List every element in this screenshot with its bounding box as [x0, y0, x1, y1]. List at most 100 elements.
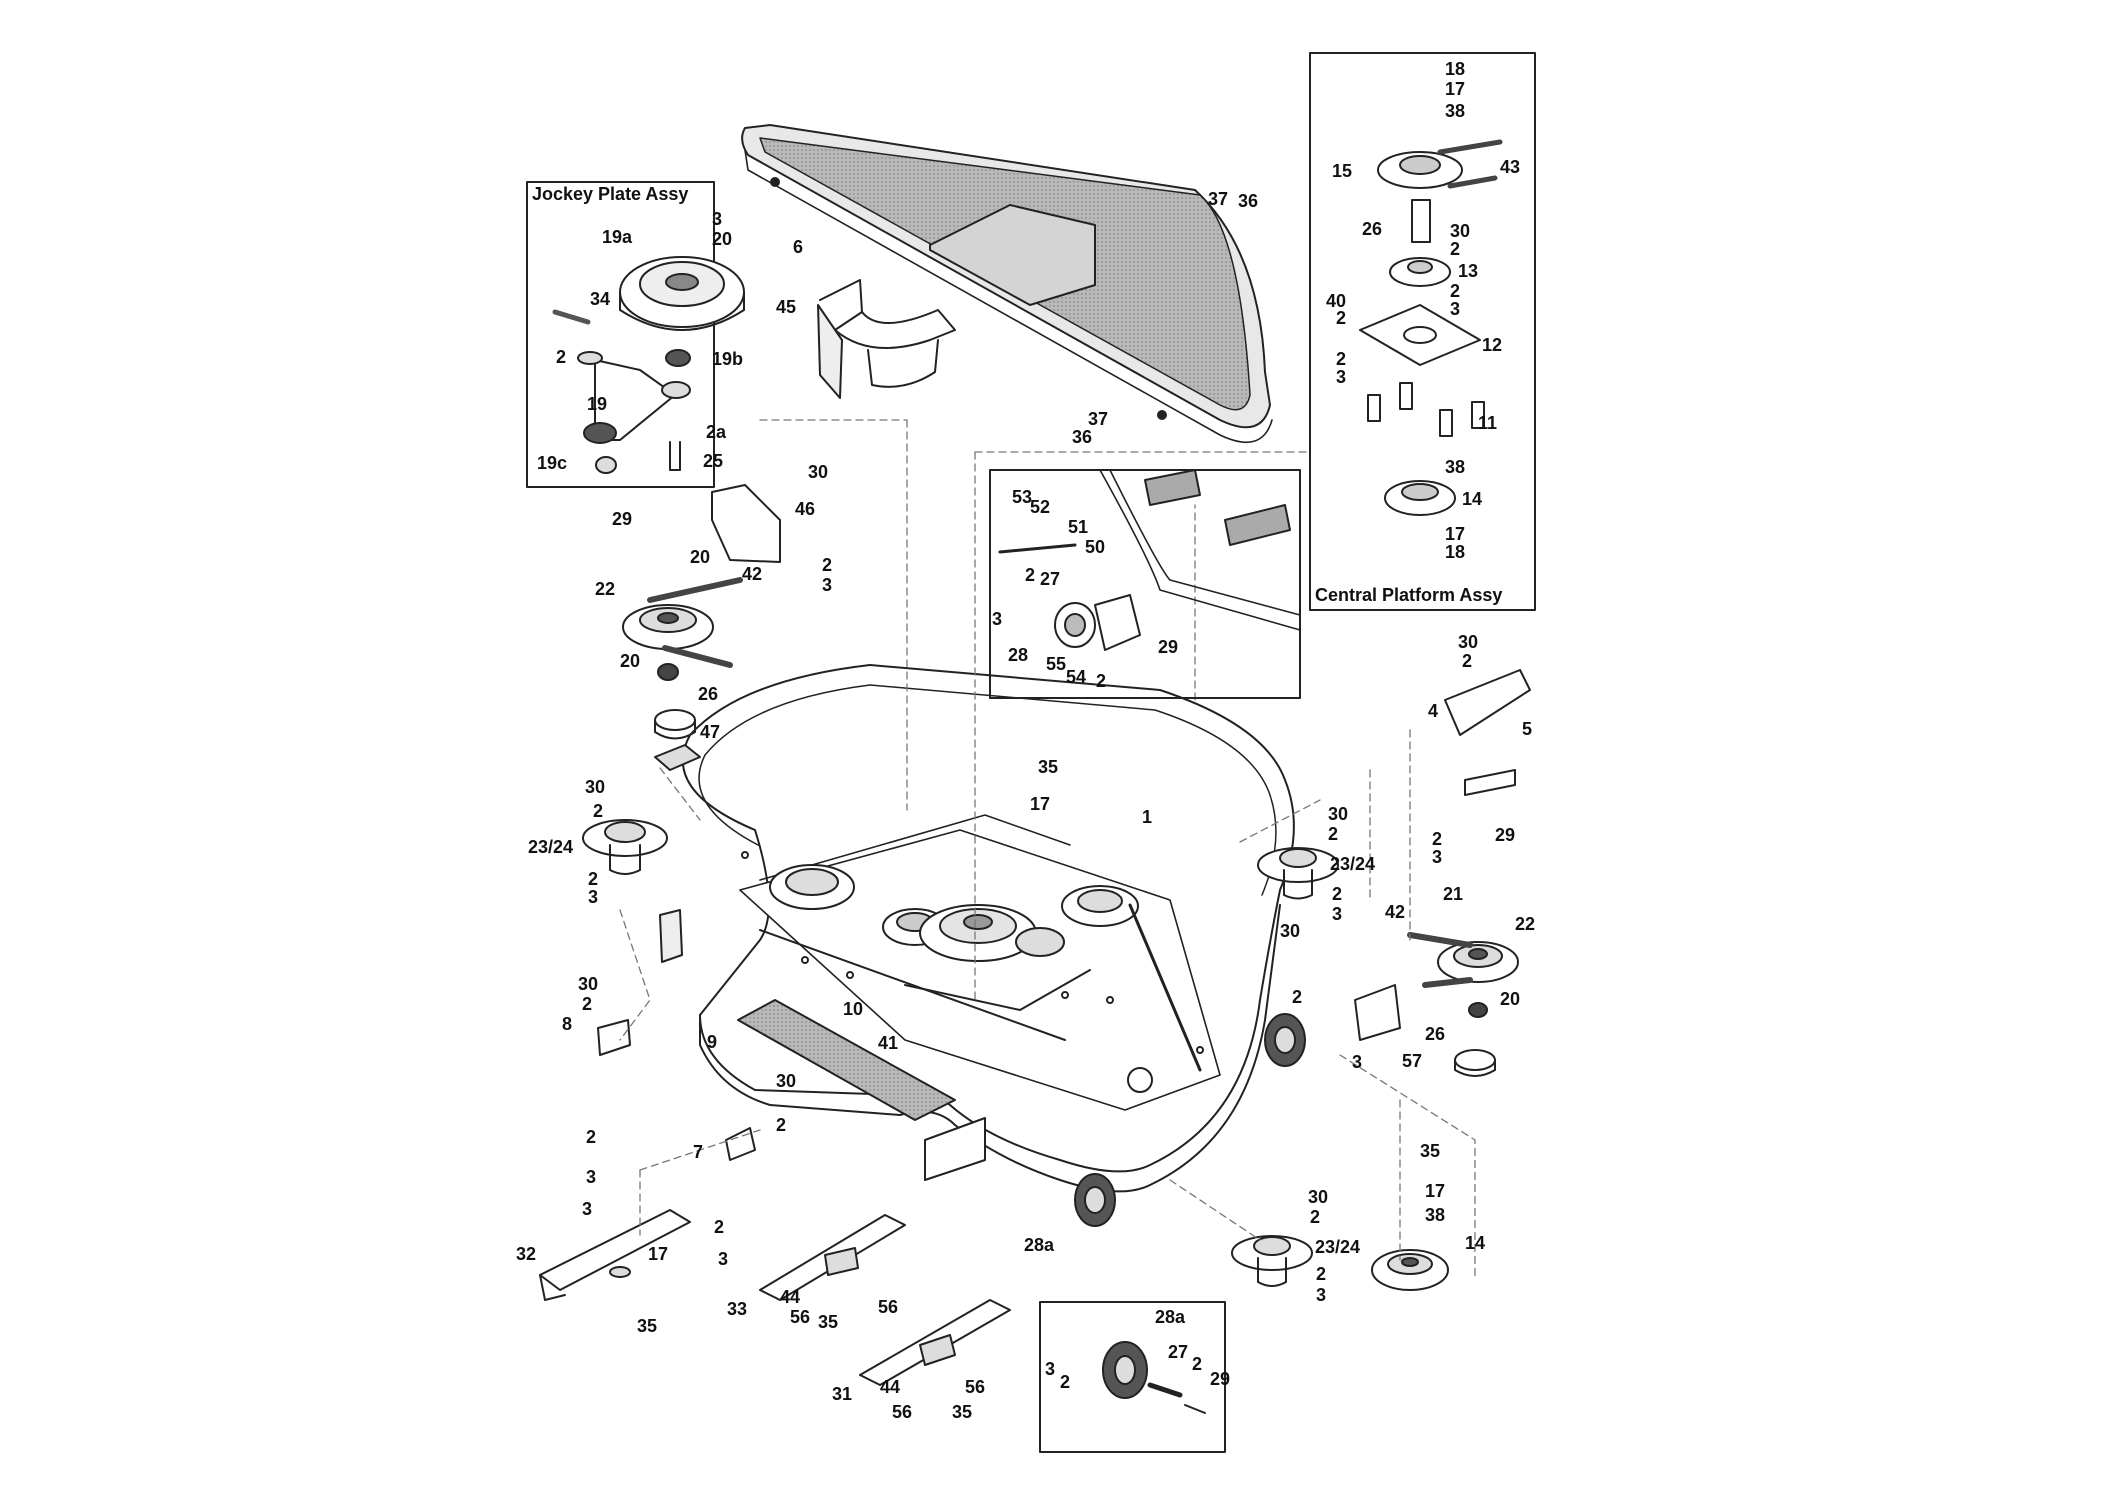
part-callout: 29 [1495, 825, 1516, 845]
part-callout: 34 [590, 289, 611, 309]
part-callout: 35 [1038, 757, 1059, 777]
part-callout: 30 [808, 462, 829, 482]
part-callout: 46 [795, 499, 816, 519]
part-callout: 29 [612, 509, 633, 529]
part-callout: 18 [1445, 59, 1466, 79]
baffle-plate-part [737, 999, 956, 1121]
part-callout: 45 [776, 297, 797, 317]
part-callout: 14 [1465, 1233, 1486, 1253]
blade-32 [539, 1209, 691, 1301]
deck-cover-part [741, 124, 1273, 444]
part-callout: 4 [1428, 701, 1439, 721]
part-callout: 17 [1425, 1181, 1446, 1201]
part-callout: 2 [1462, 651, 1473, 671]
part-callout: 20 [1500, 989, 1521, 1009]
part-callout: 35 [1420, 1141, 1441, 1161]
part-callout: 37 [1088, 409, 1109, 429]
part-callout: 20 [712, 229, 733, 249]
part-callout: 29 [1210, 1369, 1231, 1389]
part-callout: 44 [780, 1287, 801, 1307]
blade-33 [759, 1214, 906, 1301]
bracket-7-part [725, 1127, 756, 1161]
part-callout: 2 [582, 994, 593, 1014]
part-callout: 2 [1450, 239, 1461, 259]
part-callout: 50 [1085, 537, 1106, 557]
part-callout: 3 [1336, 367, 1347, 387]
part-callout: 14 [1462, 489, 1483, 509]
part-callout: 2 [1336, 349, 1347, 369]
bracket-46-part [711, 484, 781, 563]
part-callout: 19c [537, 453, 568, 473]
part-callout: 6 [793, 237, 804, 257]
part-callout: 17 [648, 1244, 669, 1264]
part-callout: 3 [992, 609, 1003, 629]
part-callout: 2 [1450, 281, 1461, 301]
part-callout: 36 [1072, 427, 1093, 447]
part-callout: 26 [698, 684, 719, 704]
part-callout: 17 [1030, 794, 1051, 814]
part-callout: 26 [1362, 219, 1383, 239]
part-callout: 2 [1310, 1207, 1321, 1227]
jockey-pulley-19a [619, 256, 745, 331]
part-callout: 44 [880, 1377, 901, 1397]
central-platform-box [1309, 52, 1536, 611]
part-callout: 33 [727, 1299, 748, 1319]
central-pulley-14 [1384, 480, 1456, 516]
part-callout: 11 [1478, 413, 1498, 433]
bracket-8-part [597, 1019, 631, 1056]
part-callout: 30 [1280, 921, 1301, 941]
part-callout: 26 [1425, 1024, 1446, 1044]
part-callout: 23/24 [1315, 1237, 1361, 1257]
part-callout: 17 [1445, 79, 1466, 99]
part-callout: 10 [843, 999, 864, 1019]
part-callout: 43 [1500, 157, 1521, 177]
part-callout: 52 [1030, 497, 1051, 517]
part-callout: 2 [714, 1217, 725, 1237]
central-hub-13 [1389, 257, 1451, 287]
part-callout: 2 [1292, 987, 1303, 1007]
central-platform-title: Central Platform Assy [1313, 585, 1505, 606]
jockey-plate-title: Jockey Plate Assy [530, 184, 691, 205]
part-callout: 25 [703, 451, 724, 471]
blade-31 [859, 1299, 1011, 1386]
part-callout: 38 [1445, 457, 1466, 477]
part-callout: 2 [1316, 1264, 1327, 1284]
part-callout: 2 [1096, 671, 1107, 691]
part-callout: 20 [690, 547, 711, 567]
part-callout: 19 [587, 394, 608, 414]
part-callout: 2 [1432, 829, 1443, 849]
central-pulley-15 [1377, 139, 1503, 189]
part-callout: 35 [952, 1402, 973, 1422]
part-callout: 42 [742, 564, 763, 584]
part-callout: 20 [620, 651, 641, 671]
part-callout: 57 [1402, 1051, 1423, 1071]
part-callout: 7 [693, 1142, 704, 1162]
part-callout: 30 [578, 974, 599, 994]
part-callout: 47 [700, 722, 721, 742]
part-callout: 2 [586, 1127, 597, 1147]
part-callout: 8 [562, 1014, 573, 1034]
part-callout: 31 [832, 1384, 853, 1404]
wheel-inset-box [1039, 1301, 1226, 1453]
part-callout: 3 [1450, 299, 1461, 319]
jockey-arm-19 [552, 309, 691, 474]
part-callout: 2 [1192, 1354, 1203, 1374]
part-callout: 2 [593, 801, 604, 821]
part-callout: 56 [892, 1402, 913, 1422]
wheel-inset-drawing [1102, 1341, 1206, 1414]
part-callout: 3 [582, 1199, 593, 1219]
mower-deck-part [659, 664, 1306, 1227]
part-callout: 32 [516, 1244, 537, 1264]
part-callout: 19a [602, 227, 633, 247]
pulley-14-bottom [1371, 1249, 1449, 1291]
part-callout: 3 [1432, 847, 1443, 867]
part-callout: 2 [822, 555, 833, 575]
part-callout: 28a [1024, 1235, 1055, 1255]
idler-pulley-right [1354, 932, 1519, 1077]
detail-inset-drawing [998, 469, 1301, 651]
part-callout: 30 [776, 1071, 797, 1091]
part-callout: 5 [1522, 719, 1533, 739]
part-callout: 3 [1316, 1285, 1327, 1305]
part-callout: 56 [965, 1377, 986, 1397]
part-callout: 27 [1168, 1342, 1189, 1362]
